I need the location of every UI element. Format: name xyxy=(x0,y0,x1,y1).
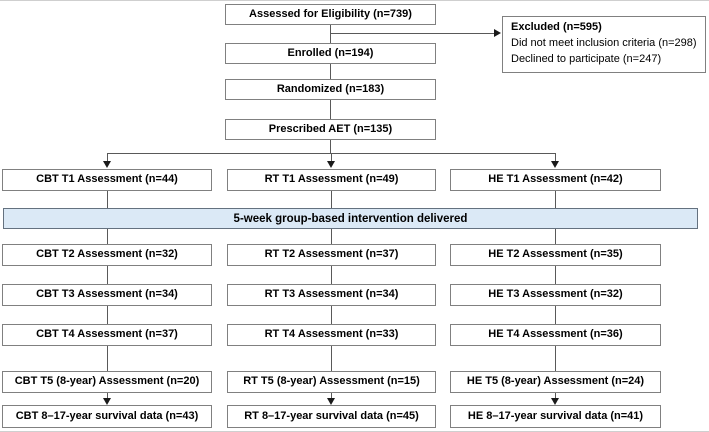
flow-box-randomized: Randomized (n=183) xyxy=(225,79,436,100)
connector-line xyxy=(331,153,332,162)
flow-box-cbt-t4: CBT T4 Assessment (n=37) xyxy=(2,324,212,346)
connector-line xyxy=(331,346,332,371)
arrow-down-icon xyxy=(327,161,335,168)
excluded-box: Excluded (n=595) Did not meet inclusion … xyxy=(502,16,706,73)
connector-line xyxy=(555,306,556,324)
flow-box-assessed: Assessed for Eligibility (n=739) xyxy=(225,4,436,25)
flow-box-he-t1: HE T1 Assessment (n=42) xyxy=(450,169,661,191)
arrow-right-icon xyxy=(494,29,501,37)
flow-box-he-t2: HE T2 Assessment (n=35) xyxy=(450,244,661,266)
flow-box-cbt-t5: CBT T5 (8-year) Assessment (n=20) xyxy=(2,371,212,393)
arrow-down-icon xyxy=(551,161,559,168)
flow-box-rt-t5: RT T5 (8-year) Assessment (n=15) xyxy=(227,371,436,393)
flow-box-enrolled: Enrolled (n=194) xyxy=(225,43,436,64)
connector-line xyxy=(107,346,108,371)
connector-line xyxy=(330,140,331,153)
flow-box-cbt-t2: CBT T2 Assessment (n=32) xyxy=(2,244,212,266)
connector-line xyxy=(107,393,108,399)
arrow-down-icon xyxy=(103,398,111,405)
flow-box-prescribed-aet: Prescribed AET (n=135) xyxy=(225,119,436,140)
connector-line xyxy=(331,266,332,284)
flow-box-cbt-survival: CBT 8–17-year survival data (n=43) xyxy=(2,405,212,428)
connector-line xyxy=(330,64,331,79)
arrow-down-icon xyxy=(103,161,111,168)
intervention-bar: 5-week group-based intervention delivere… xyxy=(3,208,698,229)
flow-box-he-survival: HE 8–17-year survival data (n=41) xyxy=(450,405,661,428)
flow-box-rt-t2: RT T2 Assessment (n=37) xyxy=(227,244,436,266)
flow-box-cbt-t3: CBT T3 Assessment (n=34) xyxy=(2,284,212,306)
connector-line xyxy=(107,306,108,324)
connector-line xyxy=(555,346,556,371)
excluded-reason: Declined to participate (n=247) xyxy=(511,52,662,65)
connector-line xyxy=(330,33,494,34)
excluded-title: Excluded (n=595) xyxy=(511,21,602,33)
connector-line xyxy=(107,191,108,208)
flow-box-rt-t4: RT T4 Assessment (n=33) xyxy=(227,324,436,346)
arrow-down-icon xyxy=(551,398,559,405)
connector-line xyxy=(331,306,332,324)
flow-box-he-t4: HE T4 Assessment (n=36) xyxy=(450,324,661,346)
excluded-reason: Did not meet inclusion criteria (n=298) xyxy=(511,36,697,49)
connector-line xyxy=(331,191,332,208)
connector-line xyxy=(330,100,331,119)
connector-line xyxy=(330,25,331,43)
connector-line xyxy=(555,229,556,244)
connector-line xyxy=(555,393,556,399)
flow-box-rt-t1: RT T1 Assessment (n=49) xyxy=(227,169,436,191)
connector-line xyxy=(555,191,556,208)
flow-box-cbt-t1: CBT T1 Assessment (n=44) xyxy=(2,169,212,191)
connector-line xyxy=(555,153,556,162)
flow-box-he-t5: HE T5 (8-year) Assessment (n=24) xyxy=(450,371,661,393)
connector-line xyxy=(107,153,108,162)
connector-line xyxy=(107,229,108,244)
connector-line xyxy=(107,266,108,284)
flow-box-rt-t3: RT T3 Assessment (n=34) xyxy=(227,284,436,306)
connector-line xyxy=(331,393,332,399)
connector-line xyxy=(555,266,556,284)
flow-box-rt-survival: RT 8–17-year survival data (n=45) xyxy=(227,405,436,428)
connector-line xyxy=(331,229,332,244)
arrow-down-icon xyxy=(327,398,335,405)
flow-box-he-t3: HE T3 Assessment (n=32) xyxy=(450,284,661,306)
